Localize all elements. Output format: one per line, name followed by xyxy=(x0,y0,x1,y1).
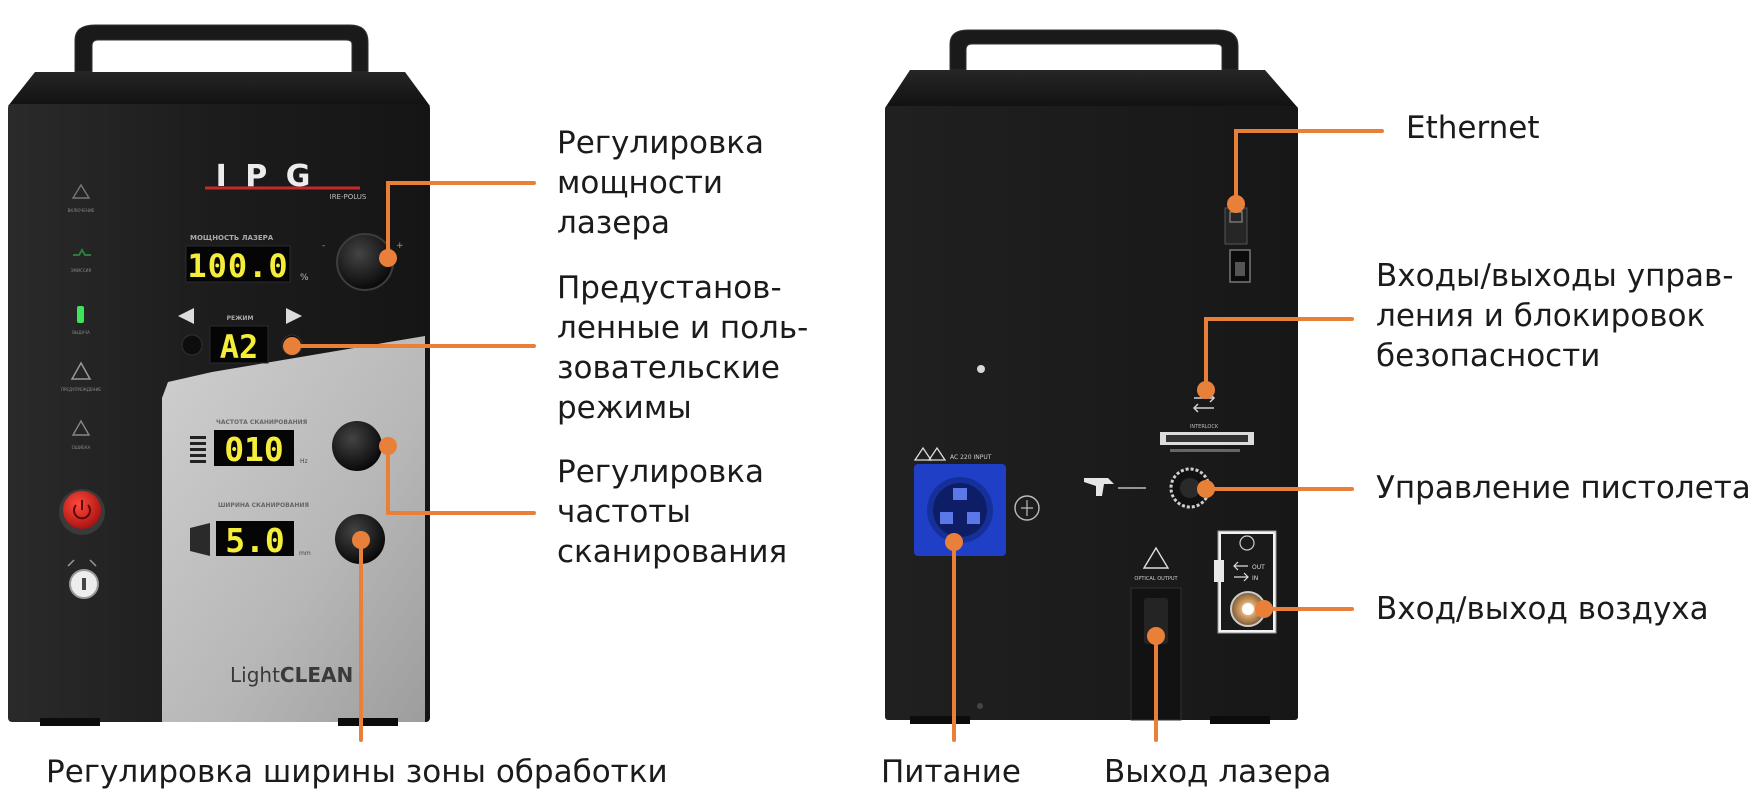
callout-line-power xyxy=(386,181,536,260)
indicator-label: ЭМИССИЯ xyxy=(71,268,92,273)
back-body xyxy=(885,106,1298,720)
back-handle xyxy=(949,29,1239,71)
power-knob[interactable]: - + xyxy=(322,233,404,291)
ac-input-caption: AC 220 INPUT xyxy=(950,454,992,461)
front-foot-left xyxy=(40,718,100,726)
frequency-display-value: 010 xyxy=(224,430,284,469)
lightclean-brand: LightCLEAN xyxy=(230,663,353,687)
air-connector-panel[interactable]: OUT IN xyxy=(1214,530,1277,634)
callout-line-ethernet xyxy=(1234,129,1384,206)
mode-prev-button[interactable] xyxy=(181,334,203,356)
callout-label-presets: Предустанов- ленные и поль- зовательские… xyxy=(557,270,809,426)
mode-caption: РЕЖИМ xyxy=(227,315,254,322)
ipg-logo: I P G IRE-POLUS xyxy=(205,159,367,201)
laser-output-caption: OPTICAL OUTPUT xyxy=(1134,576,1178,582)
air-connector-icon xyxy=(1239,535,1255,551)
callout-dot-power xyxy=(379,249,397,267)
back-screw xyxy=(977,703,983,709)
svg-text:+: + xyxy=(396,241,404,251)
power-display-frame xyxy=(185,245,291,283)
mode-display-frame xyxy=(209,325,269,364)
ground-icon xyxy=(1014,495,1040,521)
warning-triangle-icon xyxy=(927,446,947,461)
indicator-ready-led xyxy=(77,306,84,323)
callout-label-laser-output: Выход лазера xyxy=(1104,754,1332,790)
air-out-label: OUT xyxy=(1252,564,1265,571)
callout-label-air: Вход/выход воздуха xyxy=(1376,591,1709,627)
emergency-stop-button[interactable] xyxy=(59,489,105,535)
indicator-label: ПРЕДУПРЕЖДЕНИЕ xyxy=(61,387,101,392)
power-display-caption: МОЩНОСТЬ ЛАЗЕРА xyxy=(190,234,274,242)
ipg-logo-subtext: IRE-POLUS xyxy=(330,193,367,201)
brand-light: Light xyxy=(230,663,280,687)
width-display-unit: mm xyxy=(299,550,311,557)
callout-label-io: Входы/выходы управ- ления и блокировок б… xyxy=(1376,258,1734,374)
frequency-display-frame xyxy=(214,430,294,466)
back-foot-left xyxy=(910,716,970,724)
ethernet-port[interactable] xyxy=(1224,207,1251,283)
brand-bold: CLEAN xyxy=(280,663,353,687)
air-flow-arrows-icon xyxy=(1233,561,1249,582)
indicator-label: ОШИБКА xyxy=(72,445,91,450)
callout-label-power: Регулировка мощности лазера xyxy=(557,125,764,241)
mode-prev-icon xyxy=(178,308,194,324)
callout-label-width: Регулировка ширины зоны обработки xyxy=(46,754,668,790)
callout-dot-air xyxy=(1255,600,1273,618)
width-display-frame xyxy=(216,521,294,556)
indicator-emission-icon xyxy=(73,248,91,256)
callout-dot-frequency xyxy=(379,437,397,455)
callout-label-gun: Управление пистолета xyxy=(1376,470,1751,506)
power-display-value: 100.0 xyxy=(187,247,288,285)
front-unit: I P G IRE-POLUS ВКЛЮЧЕНИЕ ЭМИССИЯ ВЫДАЧА… xyxy=(8,24,430,726)
callout-label-ethernet: Ethernet xyxy=(1406,110,1540,146)
ac-power-socket[interactable]: AC 220 INPUT xyxy=(913,446,1040,556)
frequency-bars-icon xyxy=(190,436,206,463)
callout-dot-laser-output xyxy=(1147,627,1165,645)
back-foot-right xyxy=(1210,716,1270,724)
ipg-logo-text: I P G xyxy=(216,159,315,194)
indicator-label: ВЫДАЧА xyxy=(72,330,90,335)
width-wedge-icon xyxy=(190,523,210,556)
callout-dot-power-supply xyxy=(945,533,963,551)
width-display-value: 5.0 xyxy=(225,521,285,560)
indicator-label: ВКЛЮЧЕНИЕ xyxy=(68,208,95,213)
key-switch[interactable] xyxy=(67,559,99,599)
interlock-caption: INTERLOCK xyxy=(1190,424,1219,430)
frequency-caption: ЧАСТОТА СКАНИРОВАНИЯ xyxy=(216,419,308,426)
mode-display-value: A2 xyxy=(220,328,259,366)
frequency-display-unit: Hz xyxy=(300,458,308,465)
front-top-face xyxy=(8,72,430,106)
callout-dot-width xyxy=(352,531,370,549)
front-handle xyxy=(74,24,369,73)
callout-lines xyxy=(283,129,1384,742)
callout-dot-io xyxy=(1197,381,1215,399)
laser-gun-icon xyxy=(1084,478,1114,496)
callout-dot-presets xyxy=(283,337,301,355)
power-display-unit: % xyxy=(300,273,309,283)
indicator-column: ВКЛЮЧЕНИЕ ЭМИССИЯ ВЫДАЧА ПРЕДУПРЕЖДЕНИЕ … xyxy=(61,183,101,450)
callout-label-frequency: Регулировка частоты сканирования xyxy=(557,454,788,570)
mode-next-icon xyxy=(286,308,302,324)
warning-triangle-icon xyxy=(913,446,933,461)
indicator-power-icon xyxy=(71,183,91,199)
back-top-face xyxy=(885,70,1298,108)
air-in-label: IN xyxy=(1252,575,1258,582)
front-foot-right xyxy=(338,718,398,726)
width-caption: ШИРИНА СКАНИРОВАНИЯ xyxy=(218,502,309,509)
callout-dot-gun xyxy=(1197,480,1215,498)
back-screw xyxy=(977,365,985,373)
indicator-warning-icon xyxy=(70,361,92,380)
svg-text:-: - xyxy=(322,241,325,251)
power-symbol-icon xyxy=(73,500,91,520)
laser-warning-icon xyxy=(1142,546,1170,569)
indicator-error-icon xyxy=(71,419,91,436)
callout-label-power-supply: Питание xyxy=(881,754,1021,790)
frequency-knob[interactable] xyxy=(332,421,382,471)
callout-line-frequency xyxy=(386,444,536,515)
callout-dot-ethernet xyxy=(1227,195,1245,213)
callout-line-io xyxy=(1204,317,1354,392)
